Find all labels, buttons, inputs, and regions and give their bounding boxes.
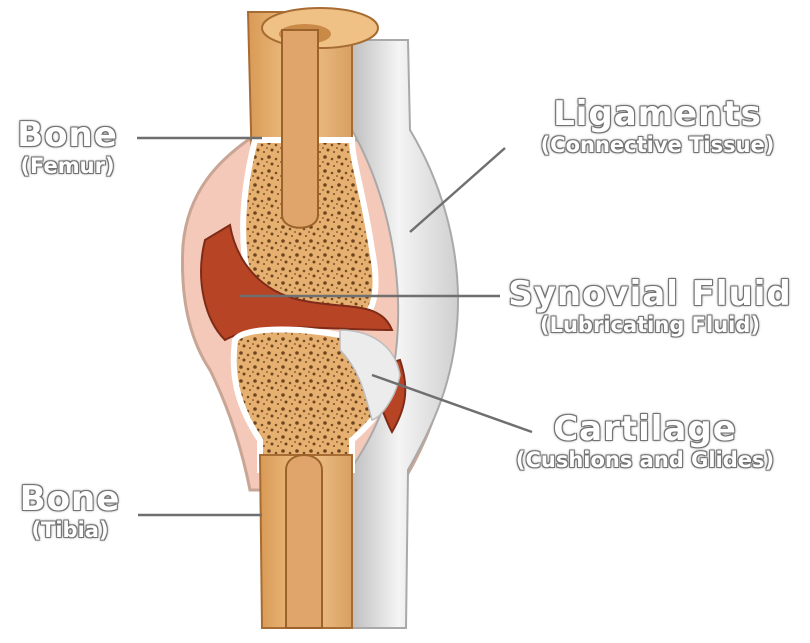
label-cartilage-title: Cartilage [480,410,810,448]
label-bone-femur: Bone (Femur) [0,116,135,178]
label-ligaments-title: Ligaments [505,95,810,133]
label-synovial-fluid: Synovial Fluid (Lubricating Fluid) [495,275,805,337]
femur-marrow-canal [282,30,318,228]
label-cartilage: Cartilage (Cushions and Glides) [480,410,810,472]
label-cartilage-subtitle: (Cushions and Glides) [480,448,810,472]
label-ligaments-subtitle: (Connective Tissue) [505,133,810,157]
label-synovial-fluid-subtitle: (Lubricating Fluid) [495,313,805,337]
label-bone-tibia-title: Bone [0,480,140,518]
label-bone-tibia-subtitle: (Tibia) [0,518,140,542]
label-bone-tibia: Bone (Tibia) [0,480,140,542]
label-bone-femur-subtitle: (Femur) [0,154,135,178]
label-ligaments: Ligaments (Connective Tissue) [505,95,810,157]
tibia-marrow-canal [286,455,322,628]
label-synovial-fluid-title: Synovial Fluid [495,275,805,313]
label-bone-femur-title: Bone [0,116,135,154]
